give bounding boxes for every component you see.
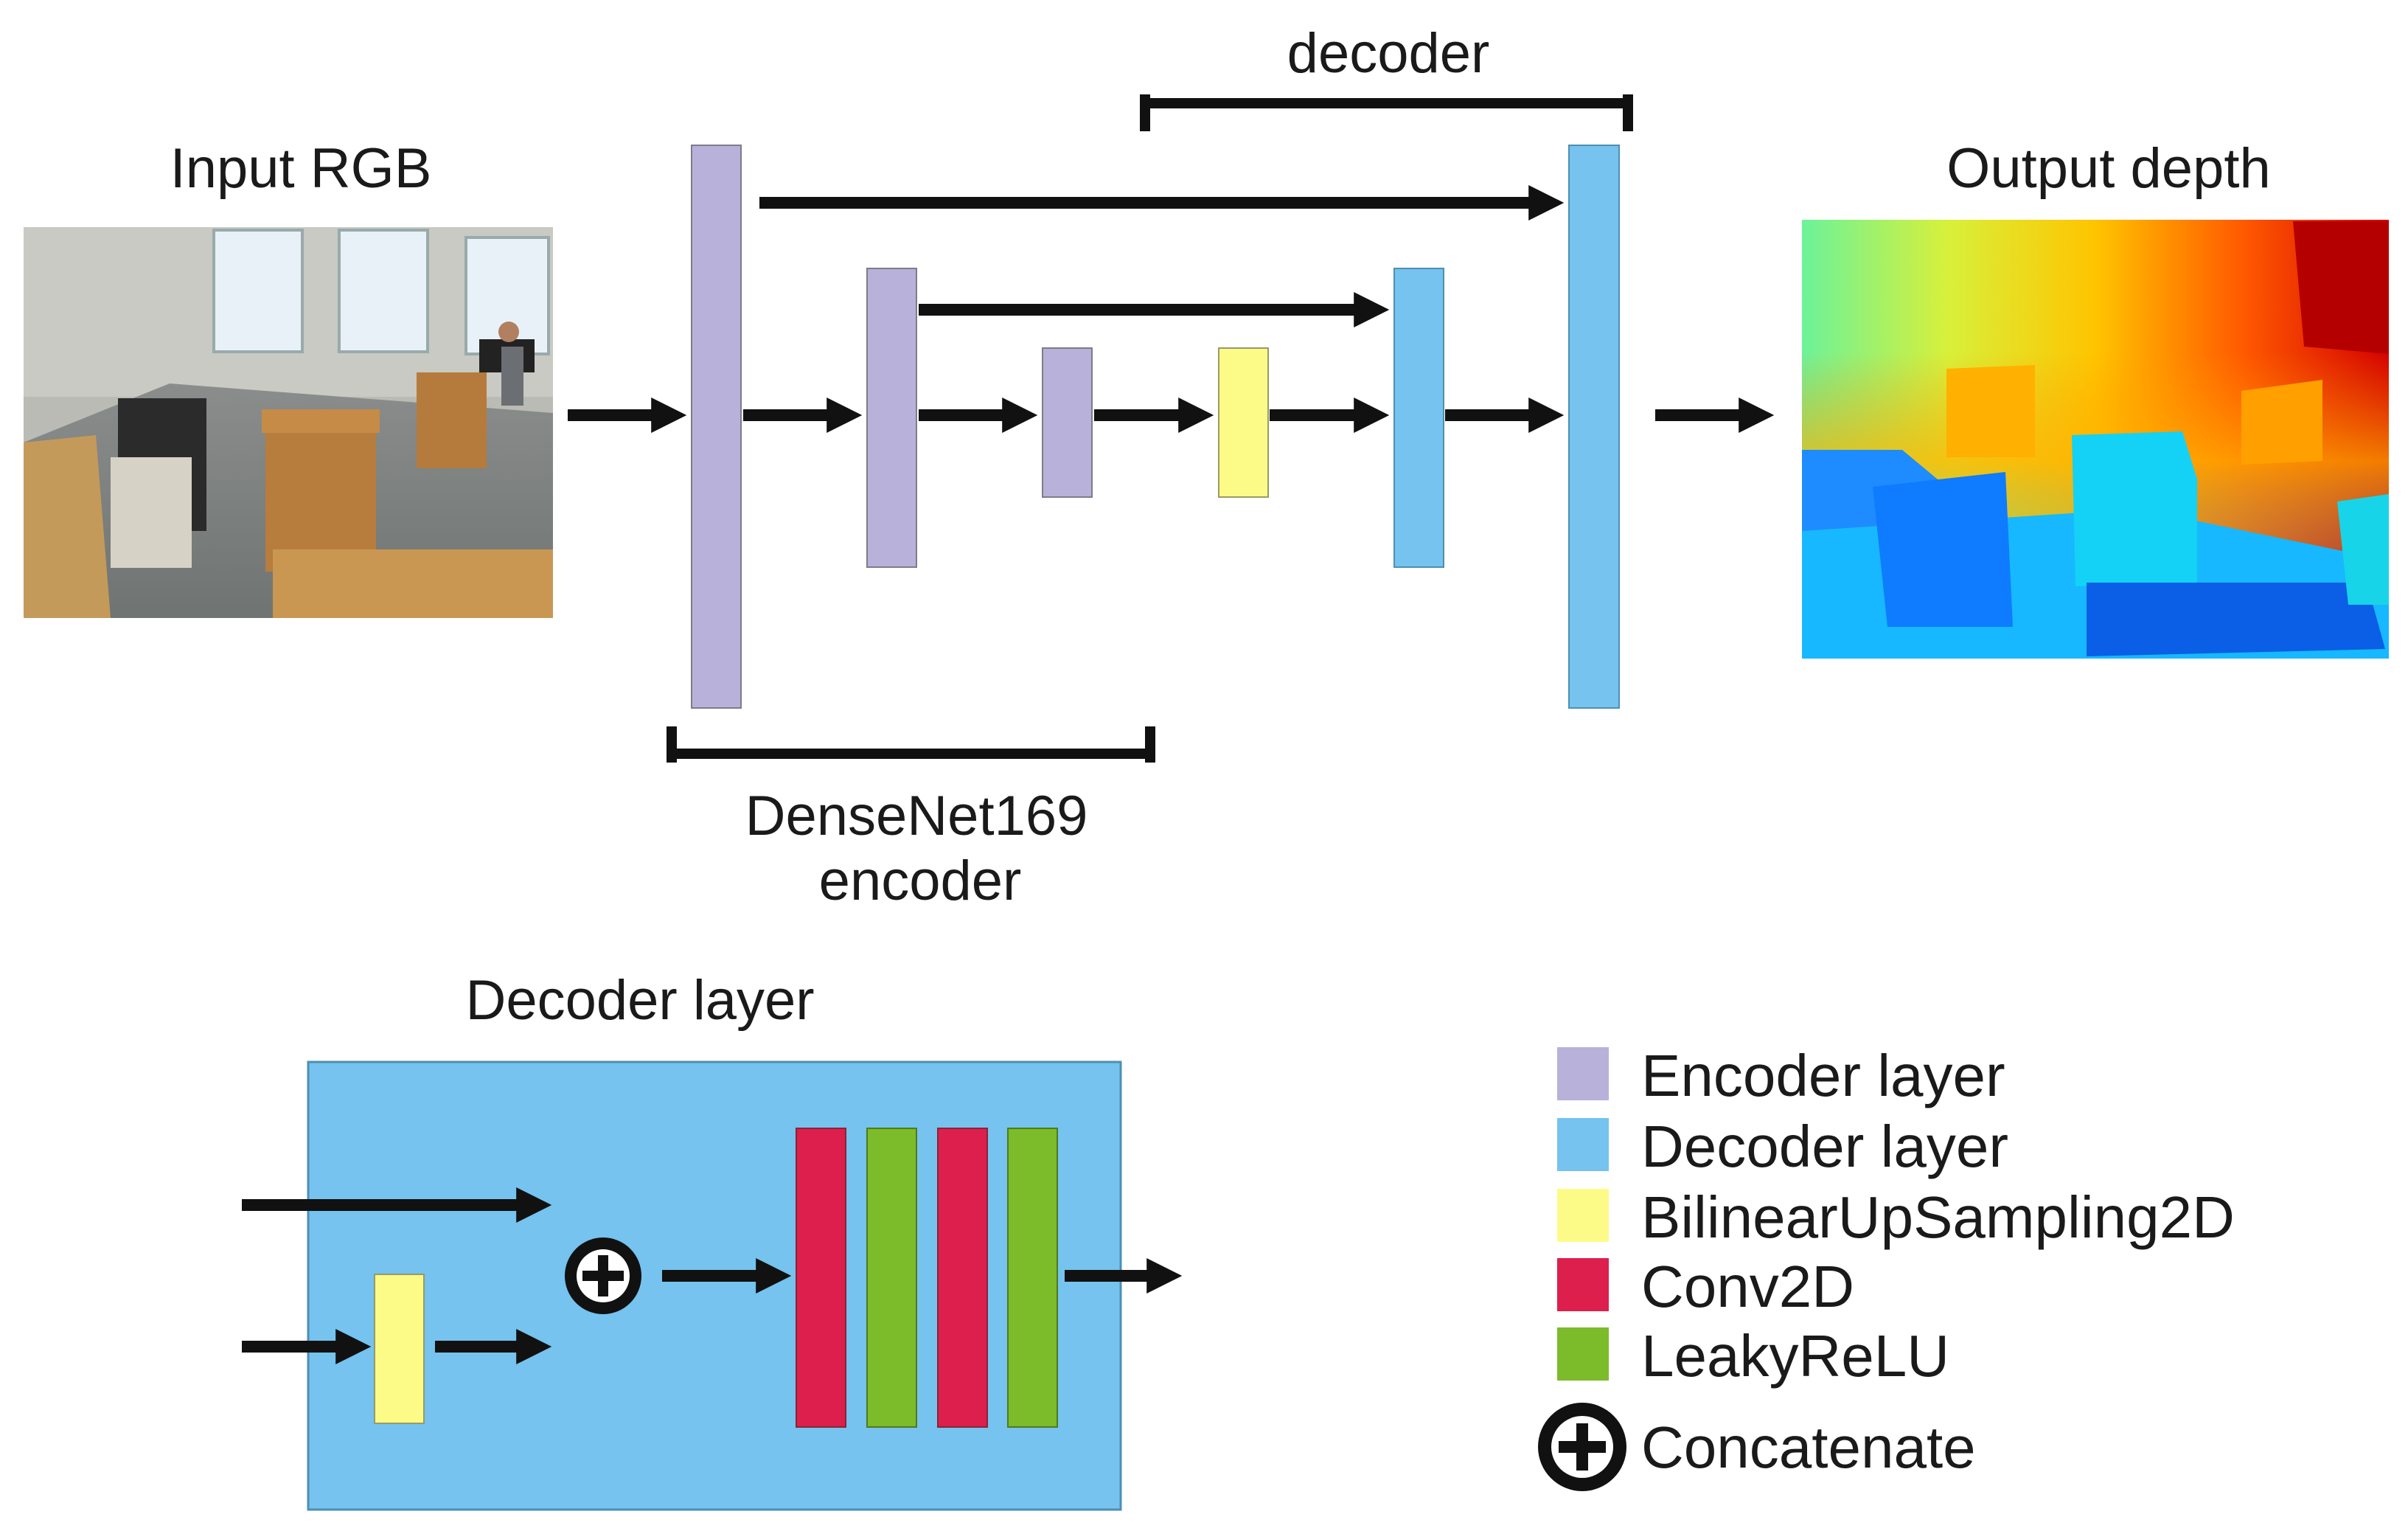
detail-upsampling-block bbox=[374, 1274, 425, 1424]
legend-swatch-decoder bbox=[1557, 1118, 1609, 1171]
output-label: Output depth bbox=[1946, 137, 2270, 200]
decoder-layer-box bbox=[307, 1060, 1122, 1511]
legend-concat-icon bbox=[1538, 1403, 1626, 1491]
legend-label-encoder: Encoder layer bbox=[1641, 1043, 2005, 1108]
output-depth-image bbox=[1802, 220, 2389, 659]
decoder-block-2 bbox=[1568, 145, 1620, 709]
detail-leakyrelu-block-1 bbox=[866, 1128, 917, 1428]
decoder-layer-title: Decoder layer bbox=[465, 969, 814, 1032]
legend-label-upsampling: BilinearUpSampling2D bbox=[1641, 1184, 2235, 1250]
legend-label-conv2d: Conv2D bbox=[1641, 1254, 1854, 1319]
detail-conv2d-block-2 bbox=[937, 1128, 988, 1428]
legend-swatch-conv2d bbox=[1557, 1258, 1609, 1311]
encoder-bracket-label-line2: encoder bbox=[819, 850, 1022, 912]
encoder-block-3 bbox=[1042, 347, 1093, 498]
concat-icon bbox=[565, 1237, 641, 1314]
decoder-block-1 bbox=[1393, 268, 1444, 568]
decoder-bracket-label: decoder bbox=[1287, 22, 1490, 85]
decoder-bracket bbox=[1140, 94, 1633, 131]
legend-label-leakyrelu: LeakyReLU bbox=[1641, 1323, 1949, 1389]
detail-leakyrelu-block-2 bbox=[1007, 1128, 1058, 1428]
input-label: Input RGB bbox=[170, 137, 432, 200]
legend-label-decoder: Decoder layer bbox=[1641, 1114, 2008, 1179]
legend-swatch-leakyrelu bbox=[1557, 1327, 1609, 1381]
input-rgb-image bbox=[24, 227, 553, 618]
detail-conv2d-block-1 bbox=[796, 1128, 846, 1428]
encoder-bracket bbox=[667, 726, 1155, 763]
decoder-layer-detail bbox=[242, 1060, 1183, 1511]
encoder-block-1 bbox=[691, 145, 742, 709]
encoder-bracket-label-line1: DenseNet169 bbox=[745, 785, 1088, 847]
legend-swatch-upsampling bbox=[1557, 1189, 1609, 1242]
legend: Encoder layer Decoder layer BilinearUpSa… bbox=[1538, 1043, 2235, 1491]
upsampling-block bbox=[1218, 347, 1269, 498]
network: decoder DenseNet169 encoder bbox=[568, 22, 1775, 912]
encoder-block-2 bbox=[866, 268, 917, 568]
legend-label-concatenate: Concatenate bbox=[1641, 1414, 1976, 1480]
legend-swatch-encoder bbox=[1557, 1047, 1609, 1100]
